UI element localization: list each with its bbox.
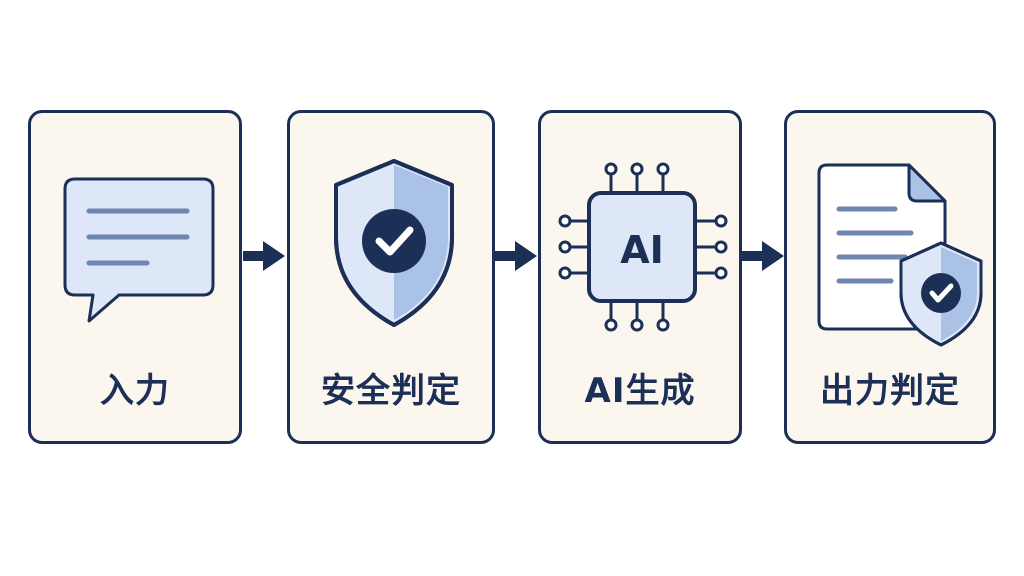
step-card-input: 入力 <box>28 110 242 444</box>
step-card-output-check: 出力判定 <box>784 110 996 444</box>
chat-bubble-icon <box>63 177 215 323</box>
ai-chip-icon: AI <box>558 162 728 332</box>
arrow-right-icon <box>243 241 285 271</box>
shield-check-icon <box>334 159 454 327</box>
step-label-input: 入力 <box>100 371 170 411</box>
step-card-safety-check: 安全判定 <box>287 110 495 444</box>
arrow-right-icon <box>742 241 784 271</box>
arrow-right-icon <box>495 241 537 271</box>
document-shield-icon <box>817 163 983 347</box>
chip-text: AI <box>620 228 664 272</box>
step-label-output-check: 出力判定 <box>820 371 960 411</box>
step-label-safety-check: 安全判定 <box>321 371 461 411</box>
step-label-ai-generate: AI生成 <box>584 371 696 411</box>
step-card-ai-generate: AI AI生成 <box>538 110 742 444</box>
